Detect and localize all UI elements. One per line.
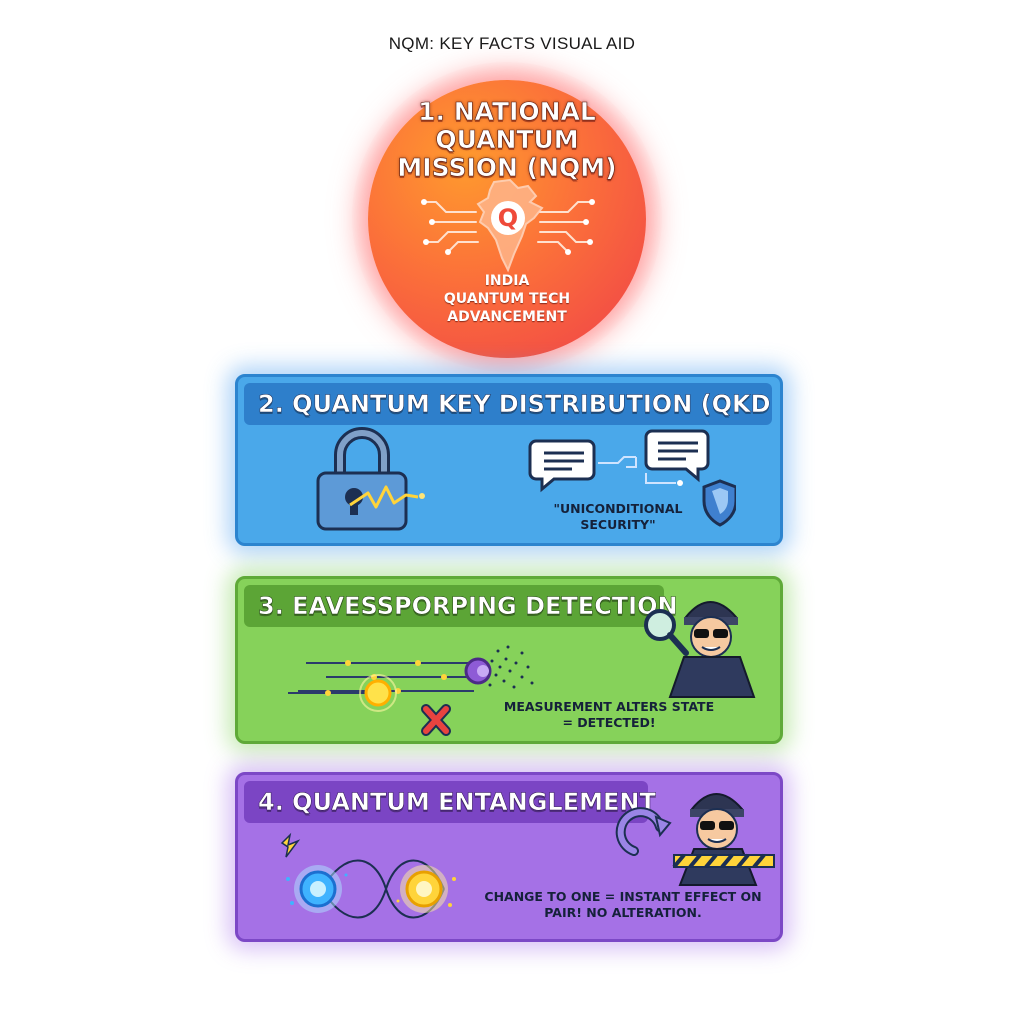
entanglement-panel: 4. QUANTUM ENTANGLEMENT CHANGE TO ONE = … [235,772,783,942]
secure-messages-icon [528,429,736,527]
qkd-panel: 2. QUANTUM KEY DISTRIBUTION (QKD "UNICON… [235,374,783,546]
qkd-caption: "UNICONDITIONAL SECURITY" [526,501,710,533]
spy-with-magnifier-icon [644,601,756,698]
eavesdropping-caption-line-2: = DETECTED! [562,715,656,730]
entanglement-caption-line-1: CHANGE TO ONE = INSTANT EFFECT ON [484,889,762,904]
nqm-subtitle-line-1: INDIA [484,273,530,289]
nqm-title-line-1: 1. NATIONAL [418,97,596,126]
nqm-title-line-3: MISSION (NQM) [397,153,617,182]
nqm-title: 1. NATIONAL QUANTUM MISSION (NQM) [368,97,646,182]
qkd-caption-line-2: SECURITY" [580,517,656,532]
nqm-badge-letter: Q [498,204,518,232]
qkd-title: 2. QUANTUM KEY DISTRIBUTION (QKD [244,383,772,425]
nqm-subtitle: INDIA QUANTUM TECH ADVANCEMENT [368,272,646,326]
spy-with-barrier-icon [615,793,775,886]
eavesdropping-panel: 3. EAVESSPORPING DETECTION [235,576,783,744]
page-title: NQM: KEY FACTS VISUAL AID [388,34,636,53]
nqm-subtitle-line-2: QUANTUM TECH [443,291,571,307]
lock-icon [316,427,425,531]
nqm-subtitle-line-3: ADVANCEMENT [447,309,567,325]
india-circuit-icon: Q [421,178,595,273]
entanglement-title: 4. QUANTUM ENTANGLEMENT [244,781,656,823]
eavesdropping-caption: MEASUREMENT ALTERS STATE = DETECTED! [498,699,720,731]
eavesdropping-title: 3. EAVESSPORPING DETECTION [244,585,678,627]
qkd-caption-line-1: "UNICONDITIONAL [553,501,683,516]
photon-stream-icon [288,645,534,736]
entanglement-caption: CHANGE TO ONE = INSTANT EFFECT ON PAIR! … [478,889,768,921]
entanglement-caption-line-2: PAIR! NO ALTERATION. [544,905,702,920]
eavesdropping-caption-line-1: MEASUREMENT ALTERS STATE [503,699,715,714]
entangled-particles-icon [280,832,456,919]
nqm-title-line-2: QUANTUM [435,125,579,154]
